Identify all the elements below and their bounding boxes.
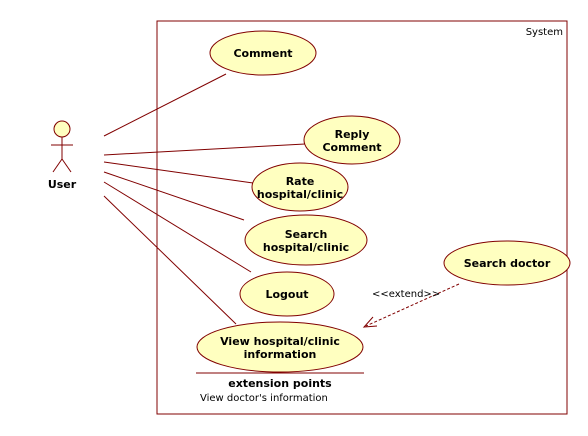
- use-case-search-doctor-ellipse: [443, 240, 571, 286]
- use-case-search-hospital[interactable]: Search hospital/clinic: [244, 214, 368, 266]
- actor-left-leg: [52, 158, 63, 173]
- user-actor[interactable]: User: [48, 120, 77, 191]
- extend-line: [365, 283, 460, 327]
- use-case-rate-hospital-ellipse: [251, 162, 349, 212]
- use-case-logout-label: Logout: [265, 288, 308, 301]
- use-case-logout-ellipse: [239, 271, 335, 317]
- use-case-search-hospital-ellipse: [244, 214, 368, 266]
- assoc-comment: [103, 73, 227, 137]
- use-case-rate-hospital-label-line1: Rate: [286, 175, 315, 188]
- associations: [103, 73, 306, 325]
- assoc-rate: [103, 161, 254, 184]
- extend-label: <<extend>>: [372, 289, 440, 300]
- use-case-search-hospital-label-line1: Search: [285, 228, 328, 241]
- extend-relationship: <<extend>>: [362, 283, 460, 328]
- extension-points-heading: extension points: [228, 377, 332, 390]
- system-boundary: [156, 20, 568, 415]
- assoc-view-hospital: [103, 195, 237, 325]
- assoc-logout: [103, 181, 252, 273]
- extend-arrowhead: [362, 316, 378, 328]
- use-case-view-hospital-label-line2: information: [244, 348, 317, 361]
- use-case-reply-comment-label-line2: Comment: [322, 141, 381, 154]
- use-case-view-hospital-ellipse: [196, 321, 364, 373]
- extension-points-item: View doctor's information: [200, 393, 328, 404]
- use-case-view-hospital[interactable]: View hospital/clinic information: [196, 321, 364, 373]
- use-case-rate-hospital-label-line2: hospital/clinic: [257, 188, 343, 201]
- use-case-reply-comment-label-line1: Reply: [335, 128, 370, 141]
- use-case-comment[interactable]: Comment: [209, 30, 317, 76]
- use-case-search-hospital-label-line2: hospital/clinic: [263, 241, 349, 254]
- use-case-logout[interactable]: Logout: [239, 271, 335, 317]
- actor-head: [53, 120, 71, 138]
- system-label: System: [526, 27, 563, 38]
- use-case-reply-comment[interactable]: Reply Comment: [303, 115, 401, 165]
- actor-right-leg: [61, 158, 72, 173]
- use-case-search-doctor[interactable]: Search doctor: [443, 240, 571, 286]
- use-case-rate-hospital[interactable]: Rate hospital/clinic: [251, 162, 349, 212]
- use-case-view-hospital-label-line1: View hospital/clinic: [220, 335, 340, 348]
- assoc-search-hospital: [103, 171, 245, 221]
- use-case-reply-comment-ellipse: [303, 115, 401, 165]
- use-case-comment-label: Comment: [233, 47, 292, 60]
- actor-name: User: [48, 178, 77, 191]
- assoc-reply-comment: [103, 143, 306, 156]
- use-case-search-doctor-label: Search doctor: [464, 257, 551, 270]
- extension-points: extension points View doctor's informati…: [196, 372, 364, 404]
- use-case-comment-ellipse: [209, 30, 317, 76]
